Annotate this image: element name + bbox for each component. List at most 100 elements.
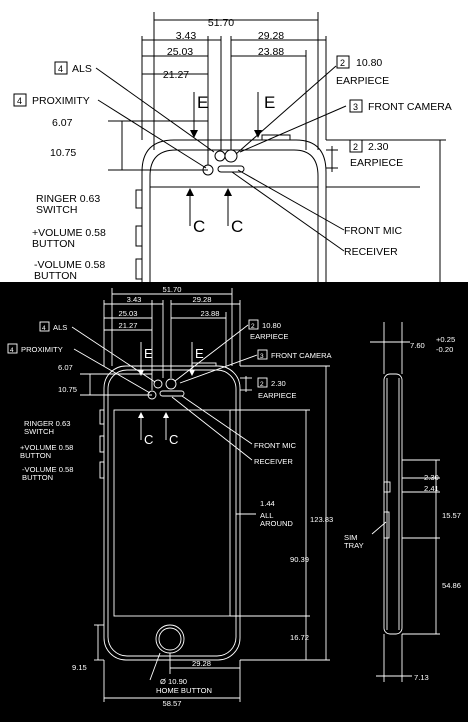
phone-side-outline	[383, 373, 403, 635]
volume-up-button	[135, 225, 143, 247]
b-dim-overall-width: 51.70	[162, 285, 181, 294]
b-section-e-right: E	[195, 346, 204, 361]
b-volume-up-label-2: BUTTON	[20, 451, 51, 460]
front-camera-label: FRONT CAMERA	[368, 101, 452, 113]
proximity-label: PROXIMITY	[32, 95, 90, 107]
b-receiver-label: RECEIVER	[254, 457, 293, 466]
b-dim-21-27: 21.27	[118, 321, 137, 330]
b-earpiece-label: EARPIECE	[250, 332, 288, 341]
als-sensor-small	[153, 379, 163, 389]
b-front-camera-callout-number: 3	[260, 353, 264, 360]
b-dim-7-60: 7.60	[410, 341, 425, 350]
volume-down-label-2: BUTTON	[34, 270, 77, 282]
b-sim-label-2: TRAY	[344, 541, 364, 550]
earpiece-2-value: 2.30	[368, 141, 389, 153]
b-proximity-callout-number: 4	[10, 347, 14, 354]
volume-up-label: +VOLUME 0.58	[32, 227, 106, 239]
b-als-label: ALS	[53, 323, 67, 332]
ringer-label-2: SWITCH	[36, 204, 77, 216]
bottom-drawing: 51.70 3.43 29.28 25.03 23.88 21.27 6.07 …	[7, 285, 461, 708]
section-e-left: E	[197, 93, 208, 112]
b-volume-up-label: +VOLUME 0.58	[20, 443, 73, 452]
earpiece-2-label: EARPIECE	[350, 157, 403, 169]
ringer-switch-small	[99, 409, 105, 425]
dim-10-75: 10.75	[50, 147, 76, 159]
receiver-label: RECEIVER	[344, 246, 398, 258]
b-dim-29-28: 29.28	[192, 295, 211, 304]
b-ringer-label: RINGER 0.63	[24, 419, 70, 428]
home-button	[155, 624, 185, 654]
als-sensor	[214, 150, 226, 162]
b-dim-16-72: 16.72	[290, 633, 309, 642]
ringer-label: RINGER 0.63	[36, 193, 100, 205]
section-c-right: C	[231, 217, 243, 236]
camera-leader	[239, 105, 347, 153]
b-home-button-label: HOME BUTTON	[156, 686, 212, 695]
side-button-a	[383, 481, 391, 493]
front-camera-small	[165, 378, 177, 390]
b-tol-minus: -0.20	[436, 345, 453, 354]
b-ringer-label-2: SWITCH	[24, 427, 54, 436]
front-mic-label: FRONT MIC	[344, 225, 403, 237]
b-als-callout-number: 4	[42, 325, 46, 332]
volume-down-button	[135, 258, 143, 280]
ringer-switch	[135, 189, 143, 209]
b-all-around-2: AROUND	[260, 519, 293, 528]
b-earpiece-2-callout-number: 2	[260, 381, 264, 388]
section-e-right: E	[264, 93, 275, 112]
b-dim-23-88: 23.88	[200, 309, 219, 318]
b-dim-6-07: 6.07	[58, 363, 73, 372]
b-section-c-left: C	[144, 432, 153, 447]
b-earpiece-callout-number: 2	[251, 323, 255, 330]
volume-up-small	[99, 435, 105, 453]
earpiece-label: EARPIECE	[336, 75, 389, 87]
b-dim-58-57: 58.57	[162, 699, 181, 708]
proximity-callout-number: 4	[17, 96, 22, 106]
als-label: ALS	[72, 63, 92, 75]
bottom-full-drawing-panel: 51.70 3.43 29.28 25.03 23.88 21.27 6.07 …	[0, 282, 468, 722]
section-c-left: C	[193, 217, 205, 236]
b-dim-10-75: 10.75	[58, 385, 77, 394]
top-drawing: 51.70 3.43 29.28 25.03 23.88 21.27 6.07 …	[13, 12, 452, 282]
b-sim-label-1: SIM	[344, 533, 358, 542]
receiver-slot	[217, 165, 245, 173]
b-dim-25-03: 25.03	[118, 309, 137, 318]
b-dim-123-83: 123.83	[310, 515, 333, 524]
b-home-diameter: Ø 10.90	[160, 677, 187, 686]
earpiece-2-callout-number: 2	[353, 142, 358, 152]
b-front-mic-label: FRONT MIC	[254, 441, 297, 450]
b-front-camera-label: FRONT CAMERA	[271, 351, 333, 360]
phone-front-outline	[103, 365, 241, 661]
dim-29-28: 29.28	[258, 30, 284, 42]
phone-screen	[113, 409, 231, 617]
phone-front-inner	[107, 369, 237, 657]
als-leader	[95, 67, 215, 153]
b-dim-54-86: 54.86	[442, 581, 461, 590]
phone-inner-outline	[149, 149, 319, 282]
volume-down-small	[99, 461, 105, 479]
front-mic-leader	[237, 169, 345, 231]
dim-23-88: 23.88	[258, 46, 284, 58]
front-camera-callout-number: 3	[353, 102, 358, 112]
b-volume-down-label: -VOLUME 0.58	[22, 465, 74, 474]
b-dim-2-41: 2.41	[424, 484, 439, 493]
receiver-leader	[231, 171, 345, 252]
b-dim-7-13: 7.13	[414, 673, 429, 682]
b-volume-down-label-2: BUTTON	[22, 473, 53, 482]
volume-down-label: -VOLUME 0.58	[34, 259, 105, 271]
b-all-around-1: ALL	[260, 511, 274, 520]
b-proximity-label: PROXIMITY	[21, 345, 63, 354]
earpiece-callout-number: 2	[340, 58, 345, 68]
b-section-c-right: C	[169, 432, 178, 447]
b-section-e-left: E	[144, 346, 153, 361]
proximity-leader	[97, 99, 207, 169]
dim-3-43: 3.43	[176, 30, 197, 42]
dim-21-27: 21.27	[163, 69, 189, 81]
dim-overall-width: 51.70	[208, 17, 234, 29]
b-earpiece-2-label: EARPIECE	[258, 391, 296, 400]
b-dim-2-30: 2.30	[424, 473, 439, 482]
b-dim-1-44: 1.44	[260, 499, 275, 508]
receiver-slot-small	[159, 390, 185, 397]
als-callout-number: 4	[58, 64, 63, 74]
b-dim-15-57: 15.57	[442, 511, 461, 520]
